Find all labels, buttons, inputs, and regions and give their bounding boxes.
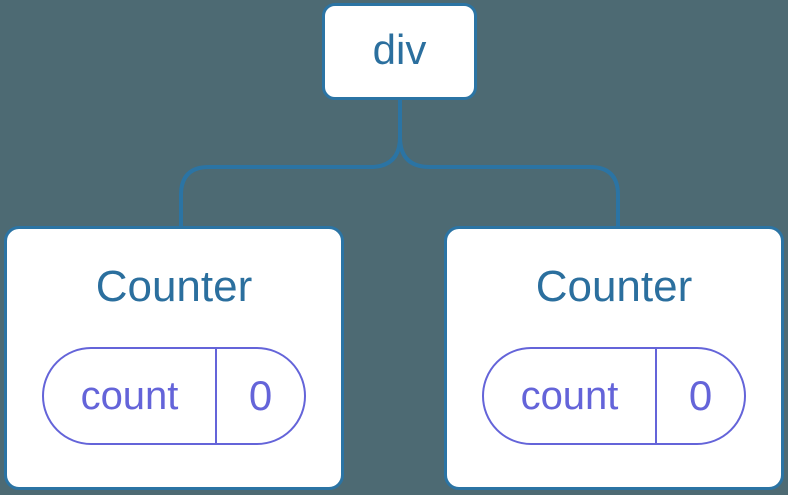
state-pill: count 0 bbox=[42, 347, 306, 445]
component-card-counter-1: Counter count 0 bbox=[4, 226, 344, 490]
state-value: 0 bbox=[248, 372, 273, 419]
root-node-div: div bbox=[322, 3, 477, 100]
state-key: count bbox=[520, 373, 619, 418]
pill-divider bbox=[655, 349, 657, 443]
component-title: Counter bbox=[95, 262, 253, 311]
root-node-label: div bbox=[372, 25, 427, 73]
state-key: count bbox=[80, 373, 179, 418]
connector-left-branch bbox=[179, 100, 402, 228]
pill-divider bbox=[215, 349, 217, 443]
component-card-counter-2: Counter count 0 bbox=[444, 226, 784, 490]
state-pill: count 0 bbox=[482, 347, 746, 445]
connector-right-branch bbox=[398, 100, 620, 228]
component-title: Counter bbox=[535, 262, 693, 311]
state-value: 0 bbox=[688, 372, 713, 419]
